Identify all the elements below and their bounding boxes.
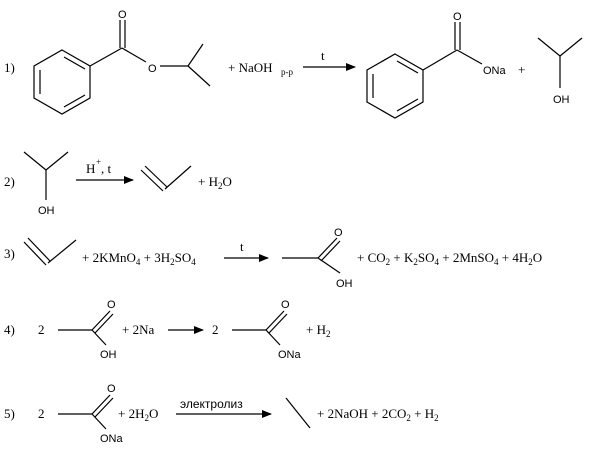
naoh-co2-label: + 2NaOH + 2CO — [317, 406, 406, 421]
water-subscript-5: 2 — [144, 413, 149, 423]
acetic-acid-structure-3: O OH — [282, 227, 353, 290]
sodium-acetate-structure-4: O ONa — [232, 299, 302, 361]
reaction-2-arrow-label-t: , t — [101, 161, 112, 176]
h2so4-label: + 3H — [140, 250, 170, 265]
reaction-1: 1) O O + NaOH р-р t — [4, 9, 583, 119]
isopropanol-reactant-structure: OH — [23, 151, 69, 217]
isopropyl-benzoate-structure: O O — [33, 9, 211, 115]
kmno4-subscript: 4 — [136, 257, 141, 267]
hydrogen-label-5: + H — [411, 406, 434, 421]
h2so4-so: SO — [175, 250, 192, 265]
naoh-solution-subscript: р-р — [281, 67, 293, 77]
co2-subscript: 2 — [386, 257, 391, 267]
kmno4-label: + 2KMnO — [82, 250, 136, 265]
water-o-5: O — [149, 406, 158, 421]
ester-oxygen: O — [148, 63, 157, 75]
reaction-1-plus: + — [518, 62, 525, 77]
sodium-acetate-structure-5: O ONa — [58, 383, 124, 445]
reaction-4-coef-salt: 2 — [212, 322, 219, 337]
acetic-acid-structure-4: O OH — [58, 299, 117, 361]
k2so4-so: SO — [418, 250, 435, 265]
acid-carbonyl-oxygen-3: O — [334, 227, 343, 239]
propene-reactant-structure — [23, 237, 77, 266]
reaction-3-number: 3) — [4, 246, 15, 261]
acid-oh-label-3: OH — [336, 278, 353, 290]
h2so4-subscript-h: 2 — [170, 257, 175, 267]
reaction-2-number: 2) — [4, 174, 15, 189]
reactant-oh-label: OH — [38, 205, 55, 217]
reaction-4-number: 4) — [4, 322, 15, 337]
water-o-3: O — [533, 250, 542, 265]
k2so4-label: + K — [390, 250, 414, 265]
reaction-2-arrow-label-h: H — [86, 161, 95, 176]
reaction-1-number: 1) — [4, 60, 15, 75]
co2-label: + CO — [357, 250, 386, 265]
reaction-5-products: + 2NaOH + 2CO2 + H2 — [317, 406, 439, 423]
hydrogen-label: + H — [306, 322, 326, 337]
reaction-3: 3) + 2KMnO4 + 3H2SO4 t O OH + CO2 + K2SO… — [4, 227, 542, 290]
water-subscript: 2 — [218, 181, 223, 191]
ester-carbonyl-oxygen: O — [118, 9, 127, 21]
water-plus-h: + H — [198, 174, 218, 189]
salt-ona-label-5: ONa — [100, 433, 124, 445]
benzene-ring — [33, 49, 91, 115]
k2so4-subscript-o: 4 — [435, 257, 440, 267]
sodium-reagent: + 2Na — [122, 322, 154, 337]
reaction-5: 5) 2 O ONa + 2H2O электролиз + 2NaOH + 2… — [4, 383, 439, 445]
mnso4-subscript: 4 — [494, 257, 499, 267]
hydrogen-subscript-5: 2 — [434, 413, 439, 423]
water-reagent-5: + 2H2O — [118, 406, 158, 423]
reaction-3-arrow-label: t — [240, 239, 244, 254]
reaction-4-coef-acid: 2 — [38, 322, 45, 337]
isopropanol-oh-label: OH — [553, 94, 570, 106]
h2so4-subscript-o: 4 — [191, 257, 196, 267]
ethane-structure — [285, 397, 311, 429]
reaction-5-coef-salt: 2 — [38, 406, 45, 421]
product-ona-label: ONa — [483, 65, 507, 77]
water-product: + H2O — [198, 174, 232, 191]
product-carbonyl-oxygen: O — [453, 11, 462, 23]
reaction-2-arrow-label-plus: + — [96, 157, 101, 167]
benzene-ring-product — [366, 53, 424, 119]
sodium-benzoate-structure: O ONa — [366, 11, 507, 119]
electrolysis-label: электролиз — [180, 397, 243, 411]
propene-structure — [140, 165, 192, 192]
mnso4-label: + 2MnSO — [439, 250, 494, 265]
co2-subscript-5: 2 — [406, 413, 411, 423]
reaction-3-products: + CO2 + K2SO4 + 2MnSO4 + 4H2O — [357, 250, 542, 267]
naoh-reagent: + NaOH — [228, 60, 273, 75]
salt-carbonyl-oxygen-4: O — [281, 299, 290, 311]
reaction-1-arrow-label: t — [321, 48, 325, 63]
water-label-5: + 2H — [118, 406, 144, 421]
reaction-3-reagents: + 2KMnO4 + 3H2SO4 — [82, 250, 196, 267]
hydrogen-subscript: 2 — [326, 329, 331, 339]
reaction-4: 4) 2 O OH + 2Na 2 O ONa + H2 — [4, 299, 330, 361]
reaction-2: 2) OH H + , t + H2O — [4, 151, 232, 217]
water-o: O — [222, 174, 231, 189]
water-subscript-3: 2 — [528, 257, 533, 267]
acid-carbonyl-oxygen-4: O — [107, 299, 116, 311]
acid-oh-label-4: OH — [100, 349, 117, 361]
isopropanol-structure: OH — [537, 37, 583, 106]
hydrogen-product: + H2 — [306, 322, 330, 339]
reaction-5-number: 5) — [4, 406, 15, 421]
salt-ona-label-4: ONa — [278, 349, 302, 361]
k2so4-subscript-k: 2 — [413, 257, 418, 267]
salt-carbonyl-oxygen-5: O — [107, 383, 116, 395]
water-label-3: + 4H — [499, 250, 529, 265]
